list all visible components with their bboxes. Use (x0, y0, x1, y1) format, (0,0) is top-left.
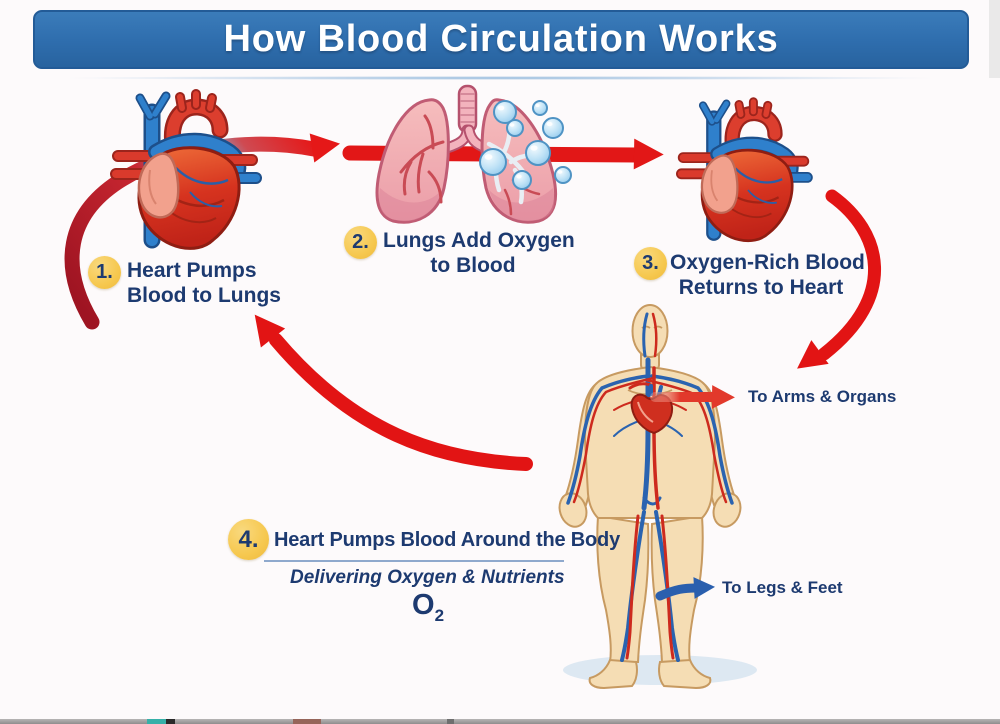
strip-segment (166, 719, 175, 724)
step-2-badge: 2. (344, 226, 377, 259)
step-4-badge: 4. (228, 519, 269, 560)
banner-shadow-line (70, 76, 930, 80)
arrow-body-to-heart (254, 314, 533, 471)
scrollbar-edge (989, 0, 1000, 78)
step-1-label: Heart Pumps Blood to Lungs (127, 258, 281, 308)
step-1-badge: 1. (88, 256, 121, 289)
arrow-heart-to-lungs (64, 133, 341, 330)
step-3-line-1: Oxygen-Rich Blood (670, 251, 865, 274)
step-1-line-2: Blood to Lungs (127, 284, 281, 307)
step-3-line-2: Returns to Heart (678, 276, 844, 299)
strip-segment (147, 719, 166, 724)
label-to-arms-organs: To Arms & Organs (748, 387, 897, 406)
heart-icon (116, 94, 256, 248)
page-title: How Blood Circulation Works (223, 18, 779, 60)
arrow-to-legs (655, 577, 716, 601)
oxygen-molecule-label: O2 (412, 589, 444, 626)
strip-segment (293, 719, 321, 724)
step-4-subtitle: Delivering Oxygen & Nutrients (290, 567, 565, 588)
step-3-label: Oxygen-Rich Blood Returns to Heart (670, 250, 865, 300)
title-banner: How Blood Circulation Works (33, 10, 969, 69)
heart-icon (681, 102, 807, 241)
step-4-label: Heart Pumps Blood Around the Body (274, 529, 620, 551)
arrow-heart-to-body (797, 189, 881, 369)
lungs-icon (375, 84, 572, 224)
label-to-legs-feet: To Legs & Feet (722, 578, 843, 597)
oxygen-subscript: 2 (434, 605, 445, 625)
step-2-line-2: to Blood (430, 254, 516, 277)
human-body-icon (558, 304, 757, 690)
step-1-line-1: Heart Pumps (127, 259, 257, 282)
strip-segment (447, 719, 454, 724)
arrow-to-arms (650, 385, 735, 409)
oxygen-bubbles-icon (479, 100, 572, 190)
step-2-label: Lungs Add Oxygen to Blood (383, 228, 575, 278)
oxygen-symbol: O (412, 589, 435, 621)
step-2-line-1: Lungs Add Oxygen (383, 229, 575, 252)
bottom-edge-strip (0, 719, 1000, 724)
step-3-badge: 3. (634, 247, 667, 280)
step-4-underline (264, 560, 564, 562)
